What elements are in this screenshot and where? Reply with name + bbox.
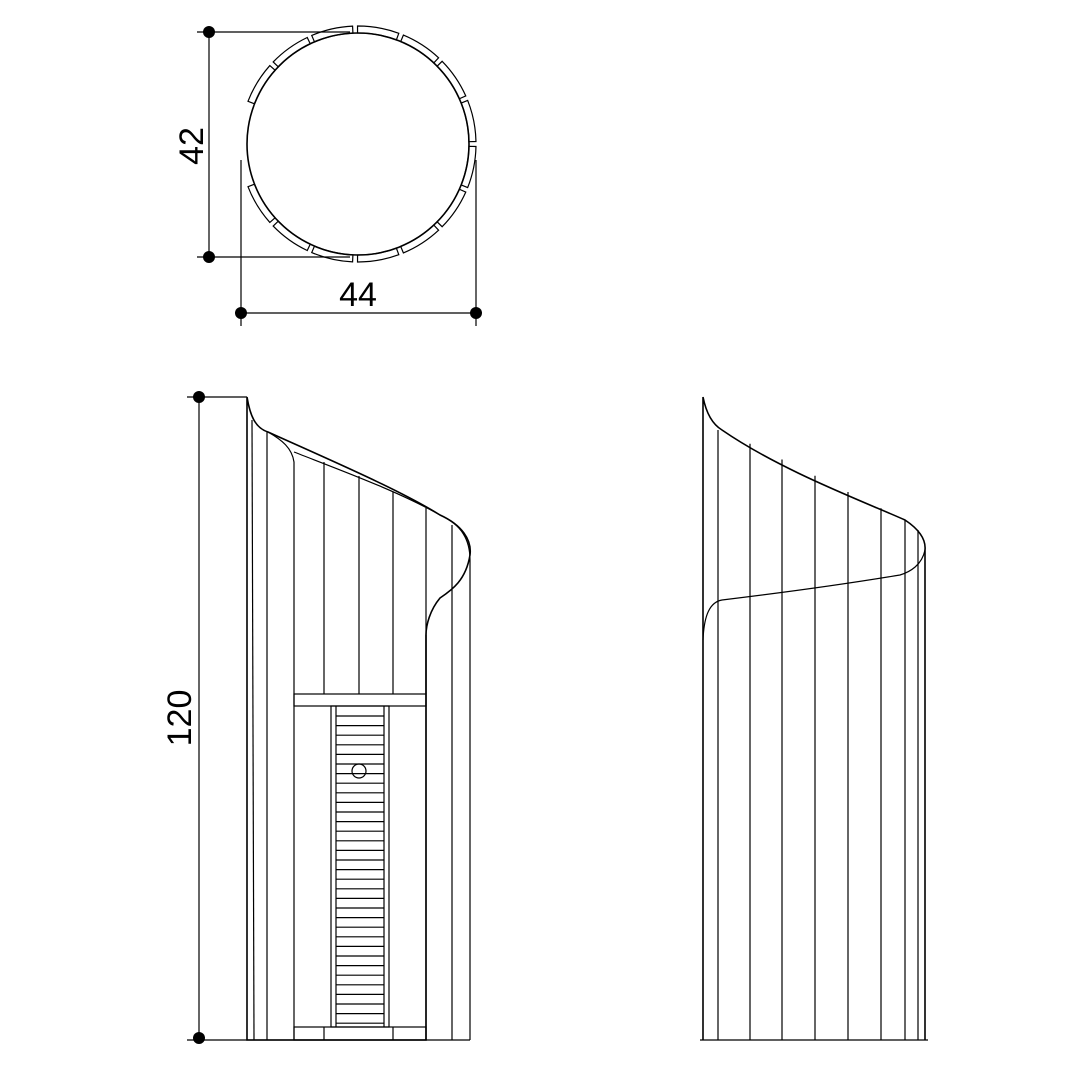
back-segment (247, 64, 276, 105)
back-segment (310, 245, 354, 263)
width-dimension-label: 44 (339, 276, 377, 314)
height-dimension: 120 (161, 391, 470, 1044)
top-view: 42 44 (173, 25, 482, 326)
dimension-dot (193, 1032, 205, 1044)
back-segment (310, 25, 354, 43)
side-view-seat-curve (702, 549, 926, 641)
back-segment (460, 145, 477, 189)
back-segment (356, 247, 400, 263)
back-segment (272, 36, 312, 68)
top-view-seat-circle (246, 32, 470, 256)
back-segment (247, 183, 276, 224)
back-segment (460, 99, 477, 143)
back-segment (436, 60, 467, 100)
height-dimension-label: 120 (161, 690, 199, 747)
back-segment (399, 224, 440, 254)
dimension-dot (203, 26, 215, 38)
dimension-dot (193, 391, 205, 403)
front-view-slats (293, 451, 441, 1040)
top-view-back-segments (247, 25, 477, 263)
back-segment (356, 25, 400, 41)
front-view: 120 (161, 391, 471, 1044)
side-view-outline (702, 396, 926, 1040)
side-view (700, 396, 928, 1041)
front-view-ladder (293, 693, 427, 1041)
side-view-slats (717, 430, 919, 1040)
gas-lift-knob (351, 763, 367, 779)
front-view-inner-curve (267, 431, 295, 1040)
depth-dimension: 42 (173, 26, 350, 263)
dimension-dot (235, 307, 247, 319)
back-segment (272, 220, 312, 252)
depth-dimension-label: 42 (173, 127, 211, 165)
width-dimension: 44 (235, 160, 482, 326)
dimension-dot (470, 307, 482, 319)
back-segment (399, 34, 440, 64)
dimension-dot (203, 251, 215, 263)
back-segment (436, 188, 467, 228)
